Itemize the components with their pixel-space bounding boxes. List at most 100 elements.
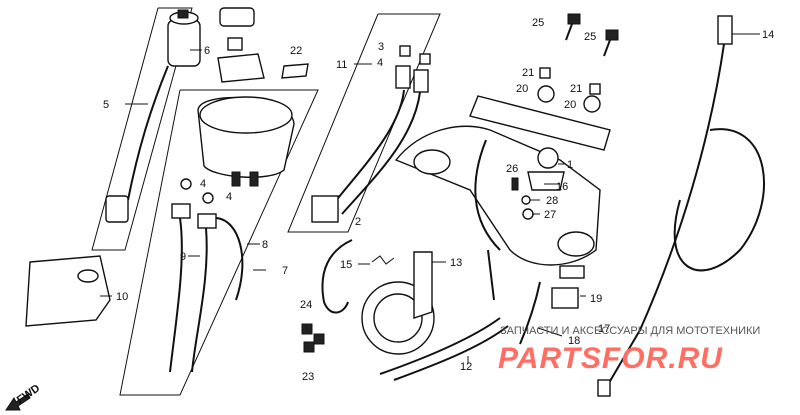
callout-5: 5 (103, 99, 109, 111)
part-22 (281, 63, 309, 79)
callout-18: 18 (568, 335, 580, 347)
bolt-25b (605, 29, 619, 41)
part-27 (522, 208, 534, 220)
indicator-wire-b (341, 91, 421, 215)
switch-clip (227, 37, 243, 51)
bracket-arm (474, 139, 501, 251)
rubber-cover-group (25, 255, 112, 327)
part-21b (589, 83, 601, 95)
screw-24b (313, 333, 325, 345)
screw-24 (301, 323, 313, 335)
callout-25-left: 25 (532, 17, 544, 29)
callout-26: 26 (506, 163, 518, 175)
callout-3: 3 (378, 41, 384, 53)
bracket-frame-11 (287, 13, 441, 233)
ignition-wire (127, 65, 169, 201)
callout-25-right: 25 (584, 31, 596, 43)
callout-9: 9 (180, 251, 186, 263)
cable-top-fitting (717, 15, 733, 45)
socket-a (171, 203, 191, 219)
bracket-frame-7 (119, 89, 319, 396)
bracket-group (394, 67, 611, 345)
meter-group (119, 89, 319, 396)
ignition-connector (105, 195, 129, 223)
part-21a (539, 67, 551, 79)
part-19 (551, 287, 579, 309)
indicator-connector (311, 195, 339, 223)
callout-4-mid: 4 (200, 178, 206, 190)
indicator-socket-a (395, 65, 411, 89)
speedo-cable-loop (673, 128, 765, 272)
indicator-group (287, 13, 441, 233)
callout-24: 24 (300, 299, 312, 311)
part-1 (537, 147, 559, 169)
callout-15: 15 (340, 259, 352, 271)
meter-stud-2 (249, 171, 259, 187)
top-bracket (469, 95, 611, 151)
rubber-cover (25, 255, 111, 327)
speedometer-face (199, 96, 293, 134)
bracket-mount-left (413, 149, 451, 175)
callout-23: 23 (302, 371, 314, 383)
harness-wire-b (393, 325, 509, 381)
callout-20-right: 20 (564, 99, 576, 111)
fwd-arrow-icon (5, 393, 31, 411)
part-28 (521, 195, 531, 205)
callout-20-left: 20 (516, 83, 528, 95)
part-3 (399, 45, 411, 57)
bulb-a (180, 178, 192, 190)
callout-2: 2 (355, 216, 361, 228)
switch-cover (219, 7, 255, 27)
callout-labels: 1 2 3 4 4 4 5 6 7 8 9 10 11 12 13 14 15 … (103, 17, 774, 383)
bracket-frame-5 (91, 7, 193, 251)
horn-bracket (413, 251, 433, 319)
callout-10: 10 (116, 291, 128, 303)
screws-group (301, 323, 325, 353)
meter-wire-a (169, 217, 183, 373)
bolt-25b-shaft (603, 39, 611, 57)
watermark: ЗАПЧАСТИ И АКСЕССУАРЫ ДЛЯ МОТОТЕХНИКИ PA… (498, 325, 760, 375)
watermark-logo: PARTSFOR.RU (498, 342, 723, 375)
callout-12: 12 (460, 361, 472, 373)
horn-group (321, 239, 446, 355)
rubber-cover-hole (77, 269, 99, 283)
part-20a (537, 85, 555, 103)
callout-6: 6 (204, 45, 210, 57)
part-2-wire (321, 239, 353, 314)
callout-19: 19 (590, 293, 602, 305)
callout-21-left: 21 (522, 67, 534, 79)
callout-13: 13 (450, 257, 462, 269)
harness-wire-a (379, 317, 501, 375)
callout-28: 28 (546, 195, 558, 207)
callout-1: 1 (567, 159, 573, 171)
meter-wire-c (215, 217, 244, 301)
indicator-wire-a (329, 89, 405, 209)
switch-bracket (217, 53, 265, 83)
fwd-label: FWD (15, 382, 42, 406)
wire-harness-group (379, 317, 509, 381)
callout-22: 22 (290, 45, 302, 57)
callout-4-top: 4 (377, 57, 383, 69)
bulb-b (202, 192, 214, 204)
ignition-key-slot (177, 9, 189, 19)
part-20b (583, 95, 601, 113)
indicator-socket-b (413, 69, 429, 93)
callout-11: 11 (336, 59, 347, 71)
meter-stud (231, 171, 241, 187)
ignition-switch-group (91, 7, 265, 251)
bolt-25a (567, 13, 581, 25)
callout-4-low: 4 (226, 191, 232, 203)
bolt-25a-shaft (565, 23, 573, 41)
speedo-cable (605, 43, 725, 389)
callout-14: 14 (762, 29, 774, 41)
screw-23 (303, 341, 315, 353)
horn-inner (373, 293, 423, 343)
part-15 (371, 255, 395, 265)
part-16 (527, 171, 565, 191)
socket-b (197, 213, 217, 229)
fwd-indicator: FWD (5, 382, 42, 411)
cable-bottom-fitting (597, 379, 611, 397)
part-18a (559, 265, 585, 279)
part-3b (419, 53, 431, 65)
